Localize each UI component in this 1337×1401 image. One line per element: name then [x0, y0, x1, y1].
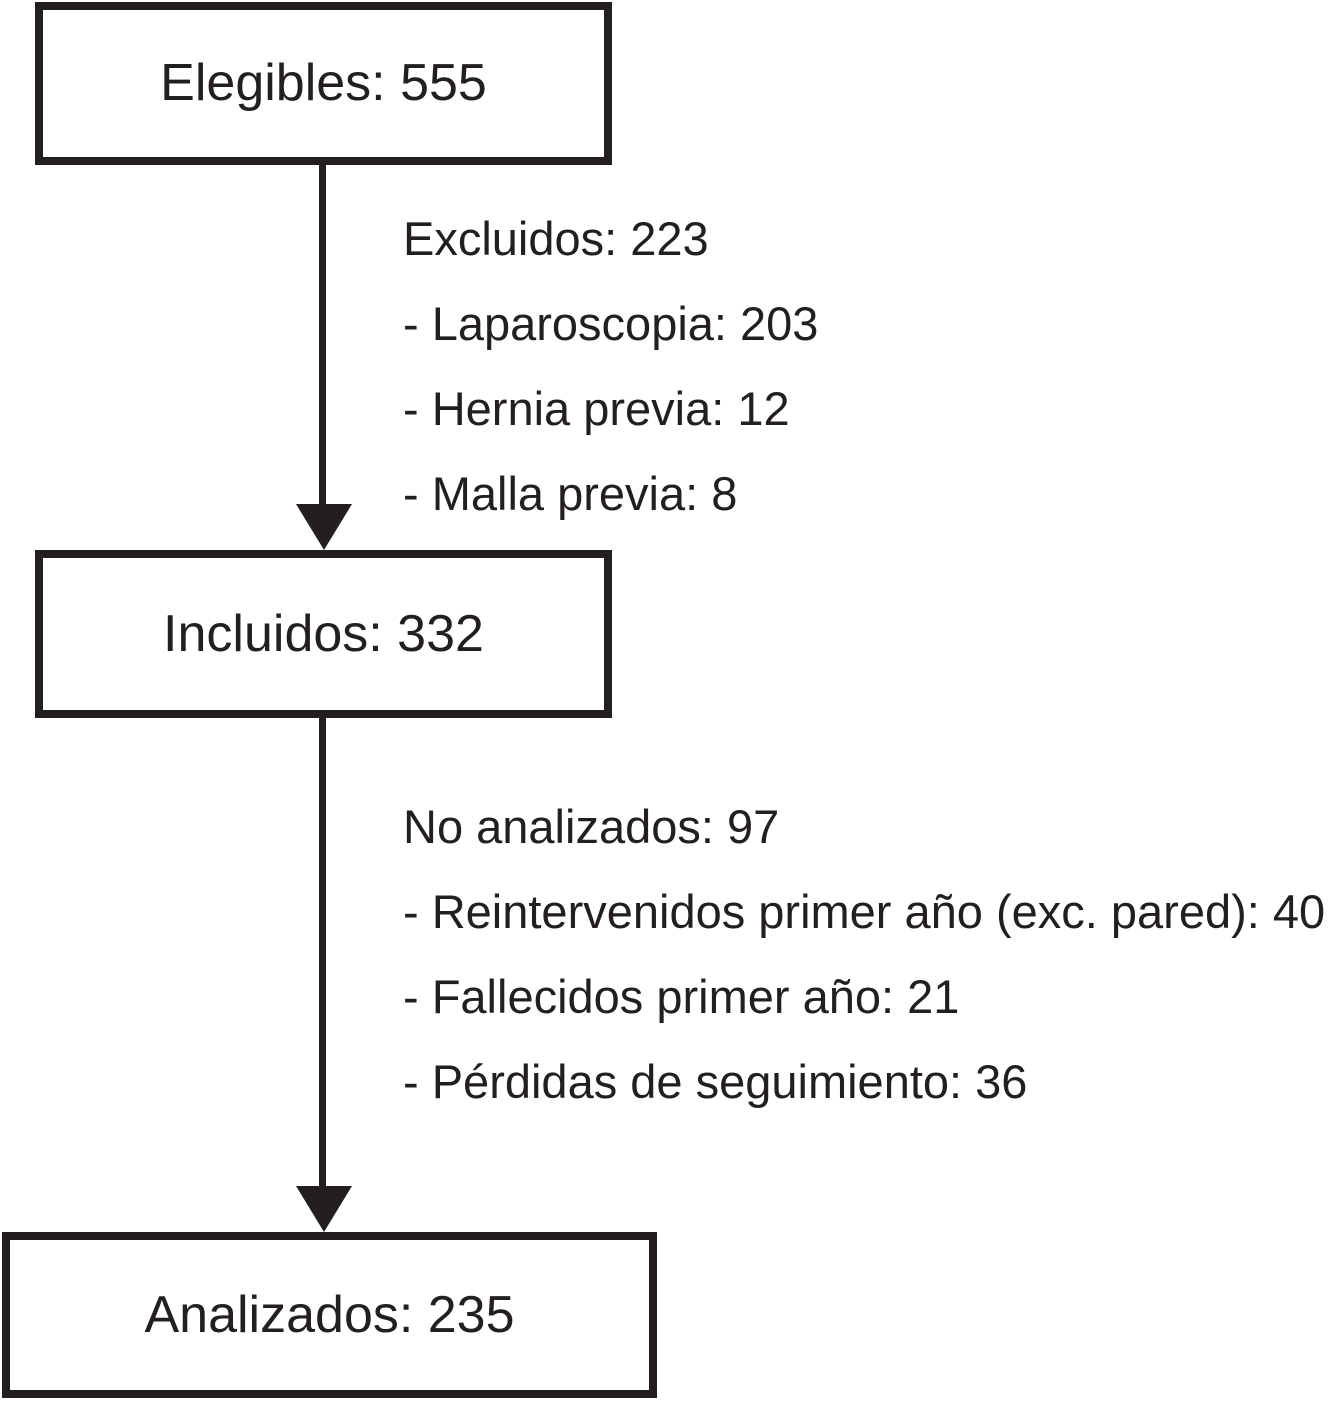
flow-box-eligible-label: Elegibles: 555 [160, 54, 487, 113]
exclusions-note-item: - Malla previa: 8 [403, 467, 738, 520]
losses-note-item: - Fallecidos primer año: 21 [403, 970, 960, 1023]
losses-note-item: - Pérdidas de seguimiento: 36 [403, 1055, 1028, 1108]
arrowhead-down-icon [296, 504, 352, 550]
arrowhead-down-icon [296, 1186, 352, 1232]
losses-note: No analizados: 97 - Reintervenidos prime… [403, 784, 1325, 1124]
exclusions-note-item: - Hernia previa: 12 [403, 382, 790, 435]
losses-note-heading: No analizados: 97 [403, 800, 780, 853]
exclusions-note-item: - Laparoscopia: 203 [403, 297, 819, 350]
flow-box-eligible: Elegibles: 555 [35, 2, 612, 165]
exclusions-note-heading: Excluidos: 223 [403, 212, 709, 265]
exclusions-note: Excluidos: 223 - Laparoscopia: 203 - Her… [403, 196, 818, 536]
flow-box-included: Incluidos: 332 [35, 550, 612, 718]
arrow-line-eligible-to-included [319, 163, 326, 510]
flow-box-included-label: Incluidos: 332 [163, 604, 484, 663]
arrow-line-included-to-analyzed [319, 716, 326, 1186]
flow-box-analyzed: Analizados: 235 [2, 1232, 657, 1398]
flow-box-analyzed-label: Analizados: 235 [144, 1285, 515, 1344]
losses-note-item: - Reintervenidos primer año (exc. pared)… [403, 885, 1326, 938]
